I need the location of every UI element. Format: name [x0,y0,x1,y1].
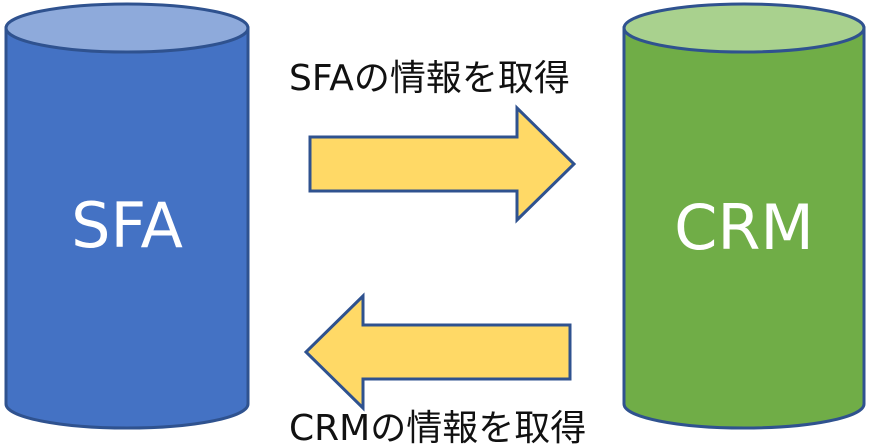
sfa-to-crm-label: SFAの情報を取得 [289,58,570,99]
crm-to-sfa-flow: CRMの情報を取得 [289,292,586,446]
left-arrow-icon [303,292,572,412]
sfa-node-label: SFA [71,189,183,262]
right-arrow-icon [308,104,577,224]
crm-cylinder-body [622,26,866,430]
crm-cylinder-top [622,2,866,54]
sfa-to-crm-flow: SFAの情報を取得 [289,58,577,224]
sfa-cylinder-body [4,26,250,430]
crm-database-cylinder: CRM [622,2,866,430]
sfa-cylinder-top [4,2,250,54]
crm-to-sfa-label: CRMの情報を取得 [289,408,586,446]
crm-node-label: CRM [674,191,814,264]
sfa-database-cylinder: SFA [4,2,250,430]
